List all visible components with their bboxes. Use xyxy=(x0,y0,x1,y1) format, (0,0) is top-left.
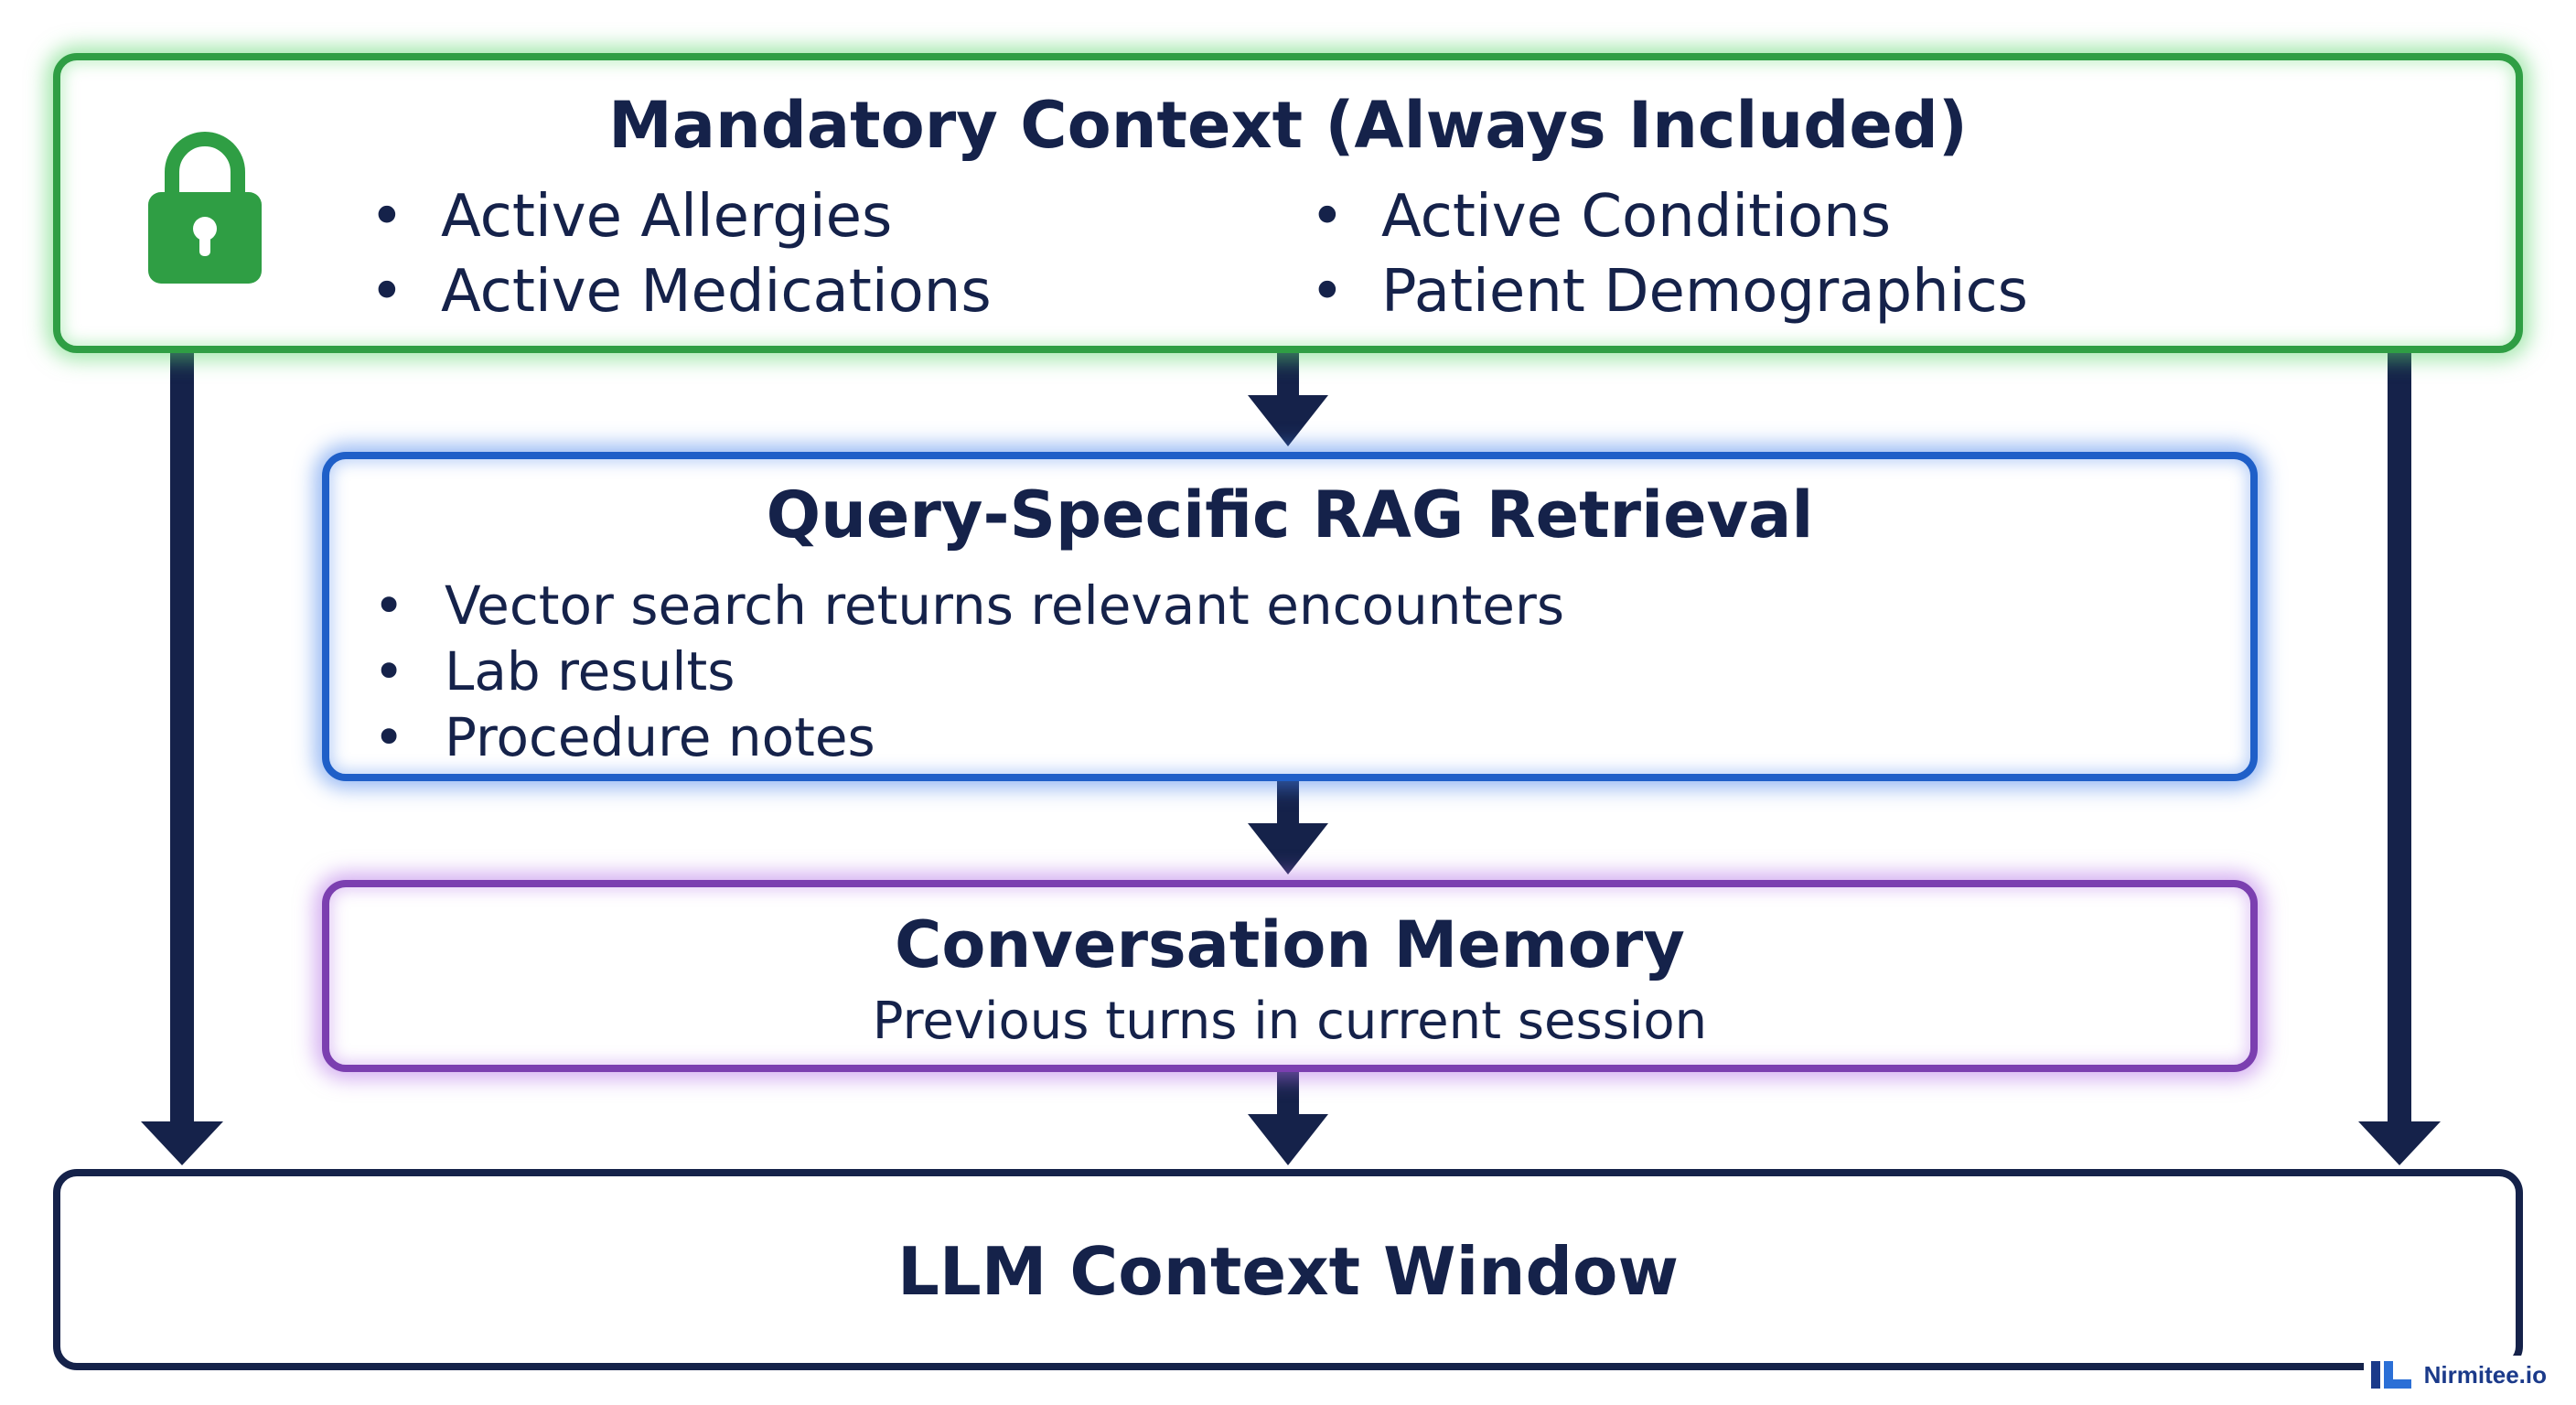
rag-items: Vector search returns relevant encounter… xyxy=(373,573,1564,770)
list-item: Patient Demographics xyxy=(1310,254,2028,329)
list-item: Vector search returns relevant encounter… xyxy=(373,573,1564,638)
arrow-mandatory-to-rag xyxy=(1248,351,1328,446)
list-item: Active Conditions xyxy=(1310,179,2028,254)
nirmitee-logo-text: Nirmitee.io xyxy=(2423,1360,2547,1389)
conversation-memory-title: Conversation Memory xyxy=(895,907,1685,982)
list-item: Procedure notes xyxy=(373,704,1564,770)
llm-context-window-box: LLM Context Window xyxy=(53,1169,2523,1370)
mandatory-items-right: Active Conditions Patient Demographics xyxy=(1310,179,2028,329)
arrow-mandatory-to-llm-right xyxy=(2358,348,2441,1165)
nirmitee-logo: Nirmitee.io xyxy=(2363,1356,2554,1394)
nirmitee-logo-icon xyxy=(2370,1361,2411,1389)
mandatory-context-title: Mandatory Context (Always Included) xyxy=(608,88,1968,163)
conversation-memory-subtitle: Previous turns in current session xyxy=(872,992,1708,1051)
lock-icon xyxy=(148,132,262,284)
list-item: Lab results xyxy=(373,638,1564,704)
arrow-rag-to-memory xyxy=(1248,779,1328,874)
rag-retrieval-box: Query-Specific RAG Retrieval Vector sear… xyxy=(322,452,2258,781)
list-item: Active Allergies xyxy=(370,179,992,254)
arrow-mandatory-to-llm-left xyxy=(141,348,223,1165)
mandatory-context-box: Mandatory Context (Always Included) Acti… xyxy=(53,53,2523,353)
conversation-memory-box: Conversation Memory Previous turns in cu… xyxy=(322,880,2258,1072)
mandatory-items-left: Active Allergies Active Medications xyxy=(370,179,992,329)
rag-retrieval-title: Query-Specific RAG Retrieval xyxy=(766,477,1814,552)
llm-context-window-title: LLM Context Window xyxy=(896,1233,1680,1310)
arrow-memory-to-llm xyxy=(1248,1070,1328,1165)
list-item: Active Medications xyxy=(370,254,992,329)
